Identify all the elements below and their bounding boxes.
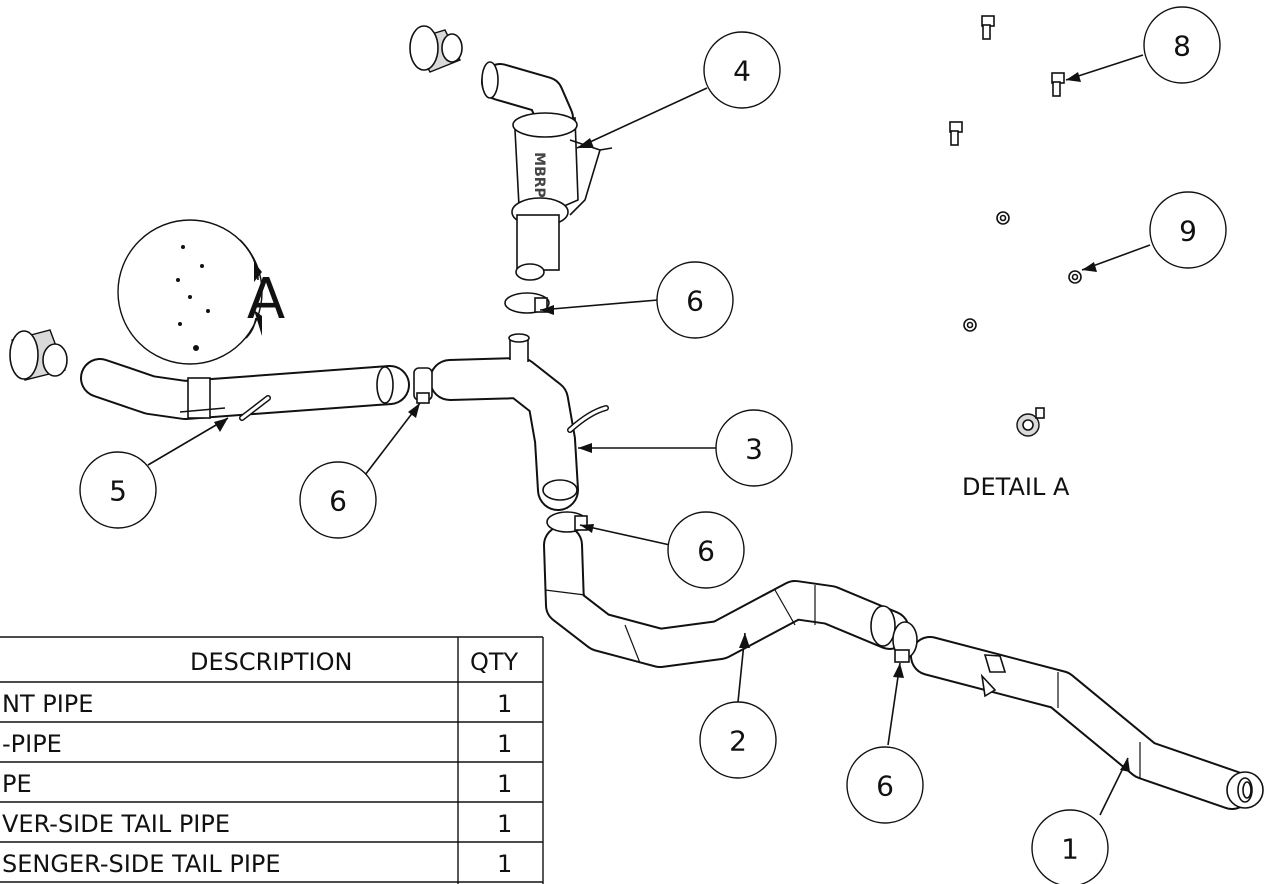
- svg-text:3: 3: [745, 433, 763, 466]
- svg-text:6: 6: [697, 535, 715, 568]
- detail-a-label: DETAIL A: [962, 473, 1070, 501]
- bom-row-description: SENGER-SIDE TAIL PIPE: [2, 850, 281, 878]
- clamp-icon: [546, 511, 588, 533]
- leader-lines: [147, 54, 1151, 816]
- svg-text:5: 5: [109, 475, 127, 508]
- washer-icon: [996, 211, 1010, 225]
- svg-text:8: 8: [1173, 30, 1191, 63]
- bom-row-qty: 1: [497, 690, 512, 718]
- svg-text:6: 6: [329, 485, 347, 518]
- svg-text:1: 1: [1061, 833, 1079, 866]
- svg-text:4: 4: [733, 55, 751, 88]
- muffler-logo: MBRP: [531, 152, 547, 198]
- balloon-6-tailpipe-clamp: 6: [299, 461, 377, 539]
- clamp-icon: [892, 621, 918, 663]
- balloon-3: 3: [715, 409, 793, 487]
- svg-text:6: 6: [686, 285, 704, 318]
- detail-view-letter: A: [247, 267, 285, 332]
- bom-row-qty: 1: [497, 770, 512, 798]
- balloon-8: 8: [1143, 6, 1221, 84]
- exhaust-tip-upper: [409, 25, 463, 73]
- balloon-6-ypipe-clamp: 6: [667, 511, 745, 589]
- bolt-icon: [949, 121, 963, 146]
- part-1-front-pipe: [910, 636, 1264, 810]
- bolt-icon: [1051, 72, 1065, 97]
- balloon-4: 4: [703, 31, 781, 109]
- clamp-icon: [413, 367, 433, 404]
- clamp-icon: [504, 292, 550, 314]
- washer-icon: [1068, 270, 1082, 284]
- balloon-6-frontpipe-clamp: 6: [846, 746, 924, 824]
- washer-icon: [963, 318, 977, 332]
- balloon-6-muffler-clamp: 6: [656, 261, 734, 339]
- svg-text:9: 9: [1179, 215, 1197, 248]
- bom-header-qty: QTY: [470, 648, 519, 676]
- bill-of-materials-table: DESCRIPTION QTY NT PIPE 1 -PIPE 1 PE 1 V…: [0, 636, 544, 884]
- svg-text:2: 2: [729, 725, 747, 758]
- part-5-tail-pipe: [80, 358, 410, 421]
- balloon-9: 9: [1149, 191, 1227, 269]
- balloon-5: 5: [79, 451, 157, 529]
- bom-row-description: PE: [2, 770, 32, 798]
- balloon-2: 2: [699, 701, 777, 779]
- detail-view-circle: A: [117, 219, 285, 365]
- bom-row-description: VER-SIDE TAIL PIPE: [2, 810, 230, 838]
- part-2-mid-pipe: [543, 525, 910, 668]
- detail-a-clamp-icon: [1016, 407, 1045, 437]
- bom-row-description: -PIPE: [2, 730, 62, 758]
- part-3-y-pipe: [429, 333, 609, 511]
- bom-row-description: NT PIPE: [2, 690, 93, 718]
- bolt-icon: [981, 15, 995, 40]
- bom-row-qty: 1: [497, 850, 512, 878]
- part-4-muffler: MBRP: [481, 61, 613, 281]
- bom-header-description: DESCRIPTION: [190, 648, 352, 676]
- bom-row-qty: 1: [497, 810, 512, 838]
- exhaust-tip-lower: [9, 329, 68, 381]
- svg-text:6: 6: [876, 770, 894, 803]
- balloon-1: 1: [1031, 809, 1109, 884]
- bom-row-qty: 1: [497, 730, 512, 758]
